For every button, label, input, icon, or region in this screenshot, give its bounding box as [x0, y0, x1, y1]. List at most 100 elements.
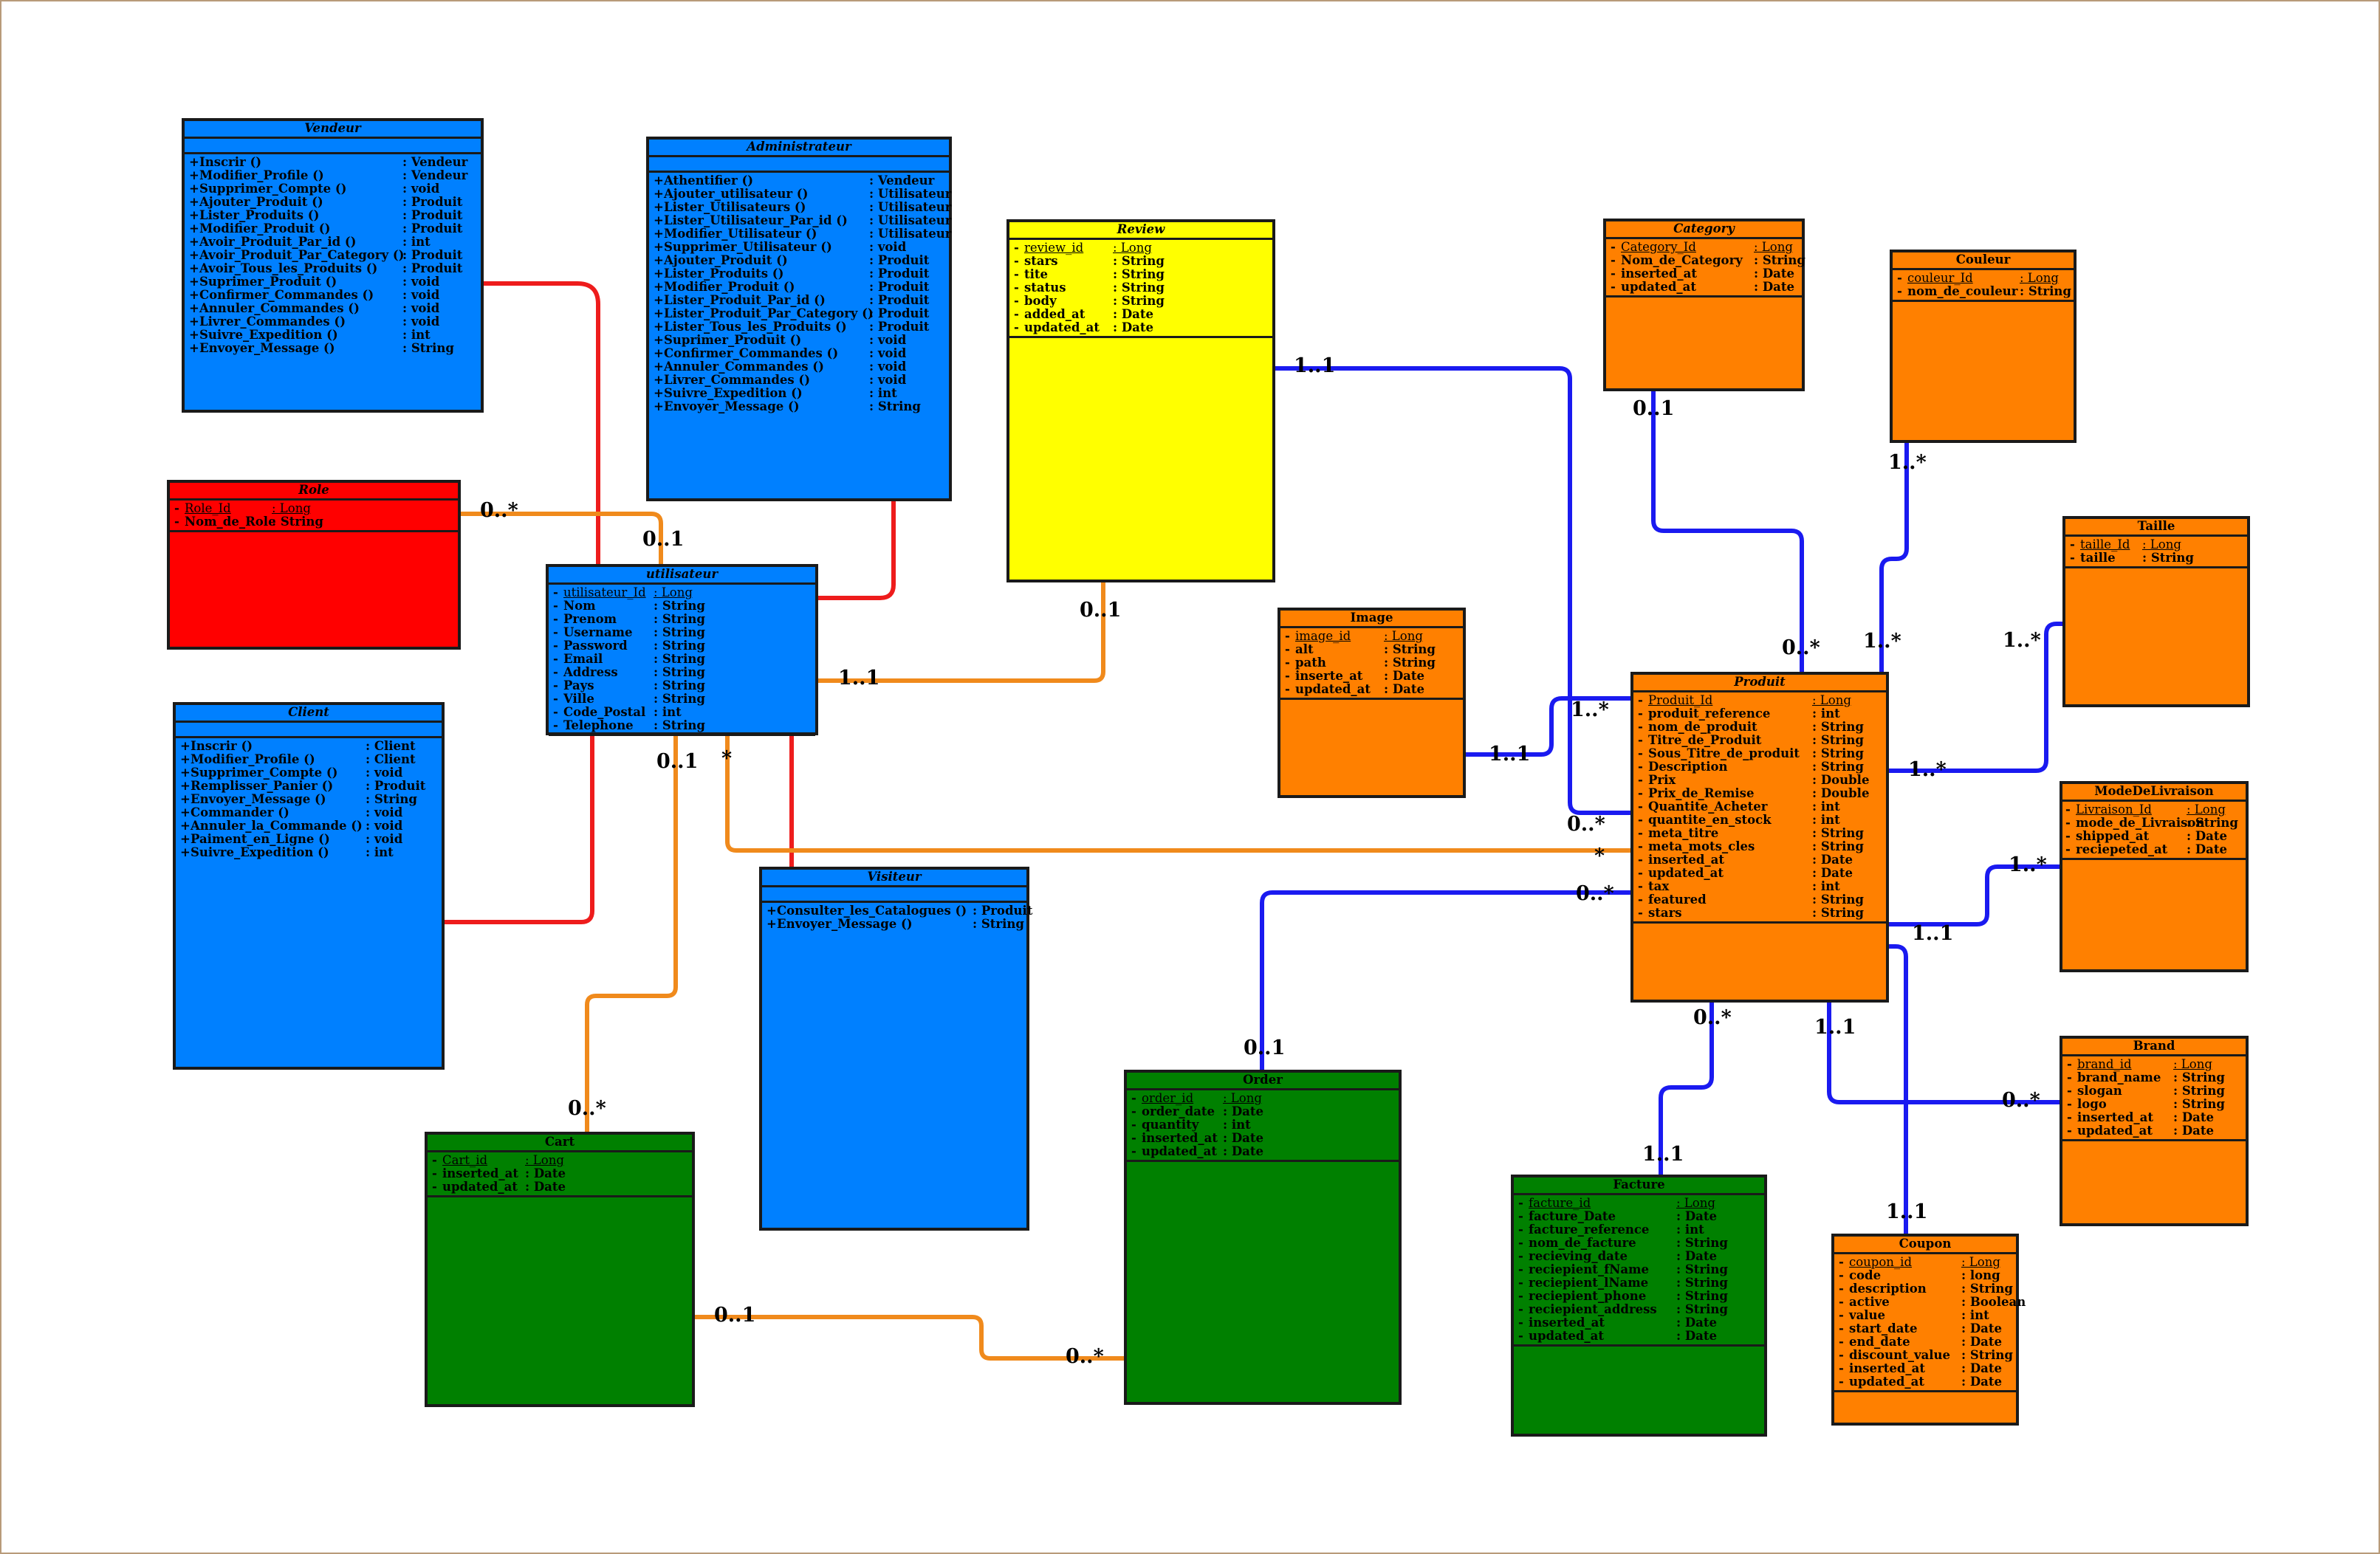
visibility-marker: + — [189, 288, 199, 302]
member-type: : Produit — [869, 293, 930, 307]
member-name: updated_at — [1849, 1375, 1924, 1389]
visibility-marker: + — [767, 904, 777, 918]
class-coupon[interactable]: Coupon -coupon_id: Long-code: long-descr… — [1831, 1234, 2026, 1426]
member-type: : int — [1812, 813, 1840, 827]
class-brand[interactable]: Brand -brand_id: Long-brand_name: String… — [2060, 1036, 2249, 1226]
method-row: +Avoir_Tous_les_Produits (): Produit — [189, 262, 476, 275]
attribute-row: -start_date: Date — [1839, 1322, 2012, 1335]
mult-produit-facture: 0..* — [1693, 1006, 1732, 1029]
method-row: +Modifier_Profile (): Client — [180, 753, 437, 766]
attribute-row: -description: String — [1839, 1282, 2013, 1296]
class-utilisateur[interactable]: utilisateur -utilisateur_Id: Long-Nom: S… — [546, 564, 818, 736]
member-name: image_id — [1295, 629, 1351, 643]
member-name: reciepient_address — [1529, 1302, 1657, 1316]
member-type: : void — [366, 766, 403, 780]
method-row: +Supprimer_Utilisateur (): void — [654, 241, 944, 254]
attribute-row: -Produit_Id: Long — [1638, 694, 1882, 707]
attribute-row: -nom_de_facture: String — [1518, 1237, 1760, 1250]
member-name: stars — [1648, 906, 1682, 920]
visibility-marker: - — [553, 585, 558, 599]
visibility-marker: - — [1014, 267, 1019, 281]
class-category-attributes: -Category_Id: Long-Nom_de_Category: Stri… — [1606, 239, 1805, 298]
attribute-row: -utilisateur_Id: Long — [553, 586, 811, 599]
member-name: facture_reference — [1529, 1223, 1650, 1237]
class-administrateur[interactable]: Administrateur +Athentifier (): Vendeur+… — [646, 137, 952, 501]
member-name: reciepient_lName — [1529, 1276, 1649, 1290]
visibility-marker: - — [1285, 656, 1290, 670]
attribute-row: -Nom: String — [553, 599, 811, 613]
class-administrateur-name: Administrateur — [649, 140, 949, 157]
class-order[interactable]: Order -order_id: Long-order_date: Date-q… — [1124, 1070, 1402, 1405]
attribute-row: -reciepient_lName: String — [1518, 1276, 1760, 1290]
member-name: shipped_at — [2076, 829, 2150, 843]
class-cart[interactable]: Cart -Cart_id: Long-inserted_at: Date-up… — [425, 1132, 695, 1407]
class-vendeur[interactable]: Vendeur +Inscrir (): Vendeur+Modifier_Pr… — [182, 118, 484, 413]
attribute-row: -active: Boolean — [1839, 1296, 2026, 1309]
class-produit[interactable]: Produit -Produit_Id: Long-produit_refere… — [1630, 672, 1889, 1003]
visibility-marker: + — [189, 341, 199, 355]
visibility-marker: + — [654, 240, 664, 254]
class-taille[interactable]: Taille -taille_Id: Long-taille: String — [2062, 516, 2250, 707]
visibility-marker: - — [1518, 1209, 1523, 1223]
class-image[interactable]: Image -image_id: Long-alt: String-path: … — [1278, 608, 1466, 798]
class-produit-name: Produit — [1633, 675, 1886, 692]
class-visiteur[interactable]: Visiteur +Consulter_les_Catalogues (): P… — [759, 867, 1032, 1231]
member-type: : int — [366, 845, 394, 859]
member-type: : String — [1812, 826, 1864, 840]
visibility-marker: + — [654, 306, 664, 320]
member-type: : Produit — [402, 221, 463, 235]
attribute-row: -updated_at: Date — [1131, 1145, 1394, 1158]
member-type: : Long — [1961, 1255, 2000, 1269]
method-row: +Confirmer_Commandes (): void — [189, 289, 476, 302]
class-vendeur-attributes — [185, 139, 481, 154]
visibility-marker: + — [180, 752, 191, 766]
member-name: taille — [2080, 551, 2116, 565]
attribute-row: -updated_at: Date — [1014, 321, 1268, 334]
class-facture[interactable]: Facture -facture_id: Long-facture_Date: … — [1511, 1175, 1767, 1437]
class-role[interactable]: Role -Role_Id: Long-Nom_de_Role: String — [167, 480, 461, 650]
member-type: : Date — [1961, 1361, 2002, 1375]
link-client-utilisateur — [444, 734, 594, 924]
mult-utilisateur-cart: 0..1 — [656, 750, 699, 773]
class-taille-attributes: -taille_Id: Long-taille: String — [2065, 537, 2247, 568]
visibility-marker: - — [553, 599, 558, 613]
member-type: : int — [654, 705, 682, 719]
class-modedelivraison[interactable]: ModeDeLivraison -Livraison_Id: Long-mode… — [2060, 781, 2249, 972]
member-type: : String — [272, 515, 323, 529]
class-administrateur-methods: +Athentifier (): Vendeur+Ajouter_utilisa… — [649, 173, 951, 415]
member-type: : String — [1754, 253, 1805, 267]
visibility-marker: + — [654, 280, 664, 294]
class-review[interactable]: Review -review_id: Long-stars: String-ti… — [1006, 219, 1275, 582]
method-row: +Avoir_Produit_Par_Category (): Produit — [189, 249, 476, 262]
method-row: +Modifier_Utilisateur (): Utilisateur — [654, 227, 951, 241]
class-client[interactable]: Client +Inscrir (): Client+Modifier_Prof… — [173, 702, 445, 1070]
method-row: +Inscrir (): Vendeur — [189, 156, 476, 169]
class-category[interactable]: Category -Category_Id: Long-Nom_de_Categ… — [1603, 219, 1805, 391]
member-type: : Date — [1961, 1335, 2002, 1349]
member-name: featured — [1648, 893, 1707, 907]
attribute-row: -tax: int — [1638, 880, 1882, 893]
class-produit-attributes: -Produit_Id: Long-produit_reference: int… — [1633, 692, 1886, 924]
mult-image: 1..1 — [1489, 743, 1531, 766]
member-type: : Produit — [869, 267, 930, 281]
visibility-marker: + — [189, 221, 199, 235]
visibility-marker: - — [1518, 1276, 1523, 1290]
visibility-marker: - — [432, 1153, 437, 1167]
member-name: Titre_de_Produit — [1648, 733, 1762, 747]
member-type: : String — [1113, 294, 1165, 308]
attribute-row: -inserted_at: Date — [1638, 853, 1882, 867]
member-name: Livrer_Commandes () — [199, 314, 346, 329]
member-type: : String — [2173, 1070, 2225, 1084]
attribute-row: -inserted_at: Date — [1518, 1316, 1760, 1330]
attribute-row: -updated_at: Date — [2067, 1124, 2241, 1138]
visibility-marker: - — [2065, 829, 2071, 843]
attribute-row: -updated_at: Date — [1638, 867, 1882, 880]
visibility-marker: - — [1131, 1104, 1136, 1118]
member-type: : String — [654, 599, 705, 613]
attribute-row: -couleur_Id: Long — [1897, 272, 2069, 285]
class-couleur[interactable]: Couleur -couleur_Id: Long-nom_de_couleur… — [1890, 250, 2077, 443]
member-name: Telephone — [563, 718, 634, 732]
member-type: : Date — [1113, 320, 1153, 334]
visibility-marker: + — [180, 845, 191, 859]
